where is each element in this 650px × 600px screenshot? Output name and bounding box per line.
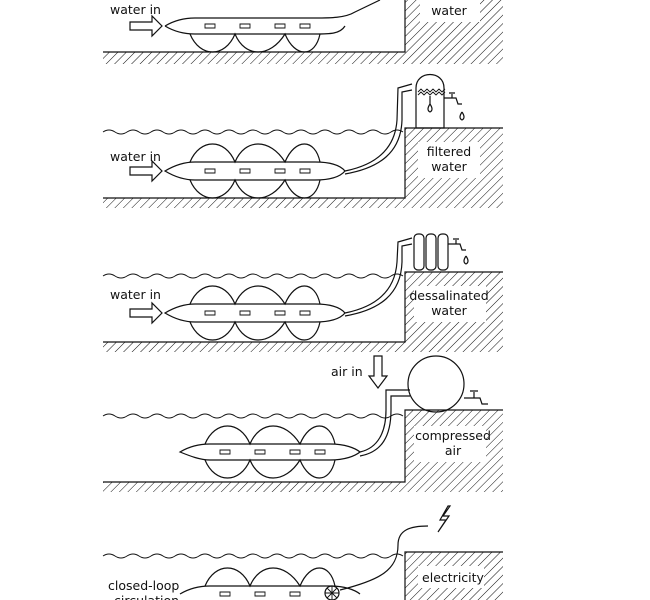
ground-hatch — [103, 482, 503, 492]
input-label-4: air in — [331, 364, 363, 379]
panel-2: filtered water water in — [102, 73, 503, 208]
desalinator-icon — [413, 233, 469, 271]
pump-body-3 — [163, 285, 346, 341]
output-label-3a: dessalinated — [409, 288, 488, 303]
input-label-5a: closed-loop — [108, 578, 179, 593]
inlet-arrow-3 — [129, 301, 163, 325]
pump-body-2 — [163, 143, 346, 199]
panel-5: electricity closed-loop circulation — [102, 505, 503, 600]
outlet-pipe-2 — [344, 83, 413, 172]
ground-line — [103, 271, 503, 343]
ground-line — [103, 0, 406, 53]
inlet-arrow-4 — [367, 355, 389, 389]
air-tank-icon — [407, 355, 488, 413]
water-surface-3 — [102, 273, 404, 279]
water-surface-4 — [102, 413, 404, 419]
output-label-2a: filtered — [427, 144, 471, 159]
ground-hatch — [103, 342, 503, 352]
panel-4: compressed air air in — [102, 355, 503, 492]
input-label-3: water in — [110, 287, 161, 302]
filter-icon — [415, 73, 465, 129]
output-label-3b: water — [431, 303, 467, 318]
water-surface-2 — [102, 129, 404, 135]
power-cable — [339, 525, 429, 591]
ground-hatch — [103, 198, 503, 208]
output-label-2b: water — [431, 159, 467, 174]
water-surface-5 — [102, 553, 404, 559]
outlet-pipe-3 — [344, 237, 413, 314]
ground-line — [103, 409, 503, 483]
pump-body-5 — [179, 567, 361, 597]
output-label-5: electricity — [422, 570, 484, 585]
lightning-icon — [437, 505, 452, 533]
input-label-2: water in — [110, 149, 161, 164]
inlet-arrow-1 — [129, 14, 163, 38]
outlet-pipe-4 — [359, 389, 410, 453]
output-label-4a: compressed — [415, 428, 491, 443]
ground-line — [404, 551, 503, 600]
turbine-icon — [324, 585, 340, 600]
output-label-4b: air — [445, 443, 462, 458]
pump-body-1 — [164, 0, 381, 53]
pump-body-4 — [178, 425, 361, 479]
ground-hatch — [103, 52, 503, 64]
input-label-1: water in — [110, 2, 161, 17]
inlet-arrow-2 — [129, 159, 163, 183]
input-label-5b: circulation — [114, 593, 179, 600]
panel-1: water water in — [103, 0, 503, 64]
panel-3: dessalinated water water in — [102, 233, 503, 352]
output-label-1a: water — [431, 3, 467, 18]
